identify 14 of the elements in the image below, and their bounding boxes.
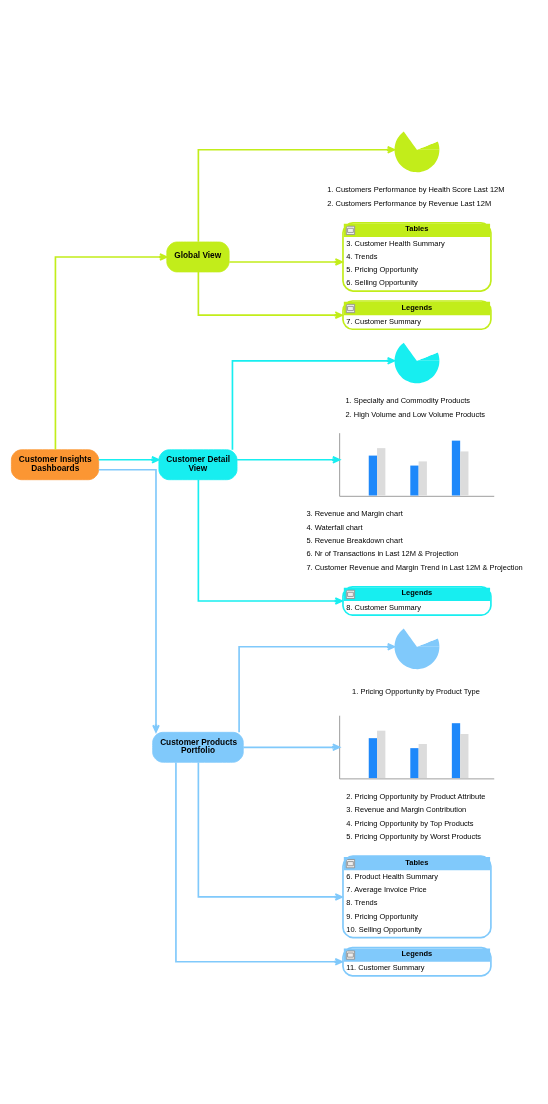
node-label: 2. Customers Performance by Revenue Last 12M	[327, 198, 492, 208]
node-label: 4. Pricing Opportunity by Top Products	[346, 818, 474, 828]
node-label: 2. High Volume and Low Volume Products	[345, 409, 485, 419]
node-label: 1. Customers Performance by Health Score Last 12M	[327, 185, 505, 195]
node-label: 3. Revenue and Margin chart	[306, 509, 403, 519]
node-label: 6. Nr of Transactions in Last 12M & Projection	[306, 549, 459, 559]
node-label: 1. Specialty and Commodity Products	[345, 396, 471, 406]
node-label: 5. Revenue Breakdown chart	[306, 536, 403, 546]
node-label: 2. Pricing Opportunity by Product Attribute	[346, 791, 486, 801]
node-label: 5. Pricing Opportunity by Worst Products	[346, 831, 482, 841]
node-label: 1. Pricing Opportunity by Product Type	[352, 687, 480, 697]
node-label: 4. Waterfall chart	[306, 522, 363, 532]
node-label: 3. Revenue and Margin Contribution	[346, 805, 467, 815]
node-label: 7. Customer Revenue and Margin Trend in Last 12M & Projection	[306, 562, 523, 572]
